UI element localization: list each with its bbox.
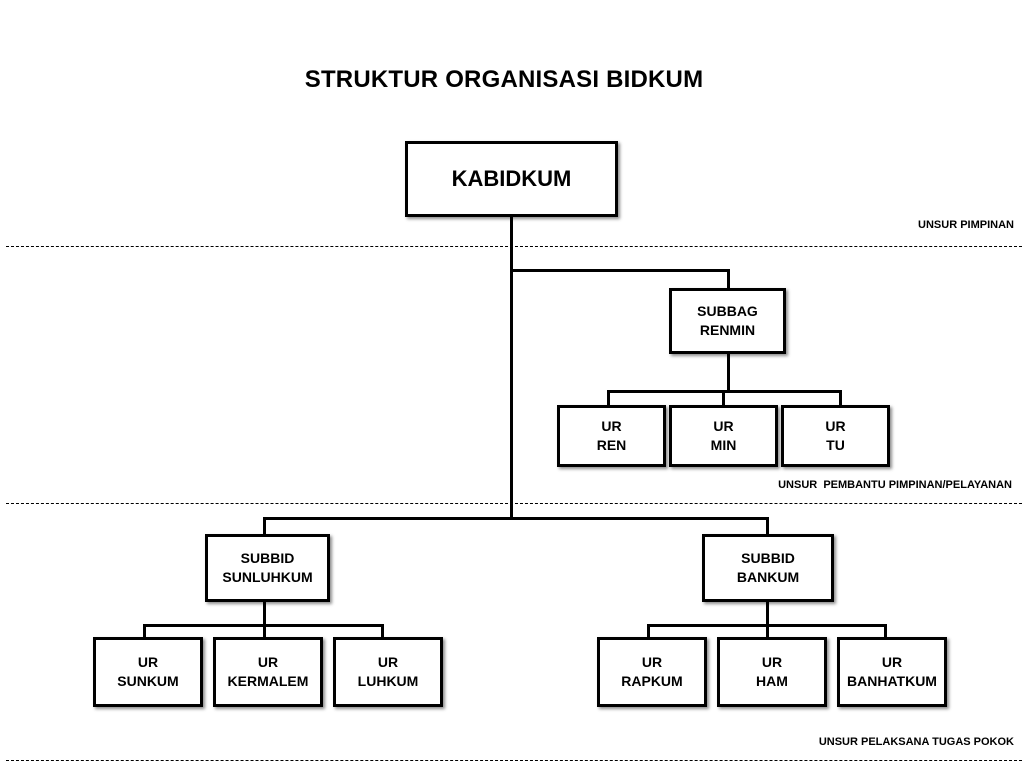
subbid-sunluhkum-box: SUBBID SUNLUHKUM bbox=[205, 534, 330, 602]
zone-label-pelaksana: UNSUR PELAKSANA TUGAS POKOK bbox=[818, 736, 1014, 748]
subbag-renmin-line1: SUBBAG bbox=[697, 303, 758, 319]
ur-sunkum-line2: SUNKUM bbox=[117, 673, 179, 689]
connector-subbid-left-drop bbox=[263, 517, 266, 537]
ur-ham-line1: UR bbox=[761, 654, 783, 670]
ur-kermalem-line2: KERMALEM bbox=[227, 673, 309, 689]
ur-kermalem-box: UR KERMALEM bbox=[213, 637, 323, 707]
ur-tu-line2: TU bbox=[826, 437, 845, 453]
connector-subbid-bar bbox=[263, 517, 769, 520]
connector-ur-ren bbox=[607, 390, 610, 408]
ur-sunkum-line1: UR bbox=[137, 654, 159, 670]
connector-ur-kermalem bbox=[263, 624, 266, 640]
subbid-bankum-line1: SUBBID bbox=[741, 550, 795, 566]
subbid-sunluhkum-line2: SUNLUHKUM bbox=[222, 569, 313, 585]
zone-label-pembantu: UNSUR PEMBANTU PIMPINAN/PELAYANAN bbox=[778, 479, 1012, 491]
ur-sunkum-box: UR SUNKUM bbox=[93, 637, 203, 707]
kabidkum-box: KABIDKUM bbox=[405, 141, 618, 217]
ur-rapkum-box: UR RAPKUM bbox=[597, 637, 707, 707]
zone-divider-pelaksana bbox=[6, 760, 1022, 761]
ur-min-box: UR MIN bbox=[669, 405, 778, 467]
connector-subbid-right-drop bbox=[766, 517, 769, 537]
ur-rapkum-line2: RAPKUM bbox=[621, 673, 683, 689]
connector-ur-min bbox=[722, 390, 725, 408]
connector-ur-ham bbox=[766, 624, 769, 640]
ur-banhatkum-box: UR BANHATKUM bbox=[837, 637, 947, 707]
ur-tu-box: UR TU bbox=[781, 405, 890, 467]
connector-ur-sunkum bbox=[143, 624, 146, 640]
ur-banhatkum-line2: BANHATKUM bbox=[847, 673, 937, 689]
connector-to-subbag bbox=[510, 269, 730, 272]
ur-min-line1: UR bbox=[713, 418, 734, 434]
ur-ren-line1: UR bbox=[601, 418, 622, 434]
connector-subbag-drop bbox=[727, 269, 730, 291]
connector-subbag-down bbox=[727, 351, 730, 393]
ur-luhkum-line2: LUHKUM bbox=[357, 673, 419, 689]
connector-ur-banhatkum bbox=[884, 624, 887, 640]
connector-ur-tu bbox=[839, 390, 842, 408]
connector-ur-rapkum bbox=[647, 624, 650, 640]
subbid-bankum-line2: BANKUM bbox=[736, 569, 800, 585]
zone-label-pimpinan: UNSUR PIMPINAN bbox=[918, 219, 1014, 231]
zone-divider-pembantu bbox=[6, 503, 1022, 504]
ur-ham-line2: HAM bbox=[756, 673, 788, 689]
chart-title: STRUKTUR ORGANISASI BIDKUM bbox=[304, 66, 704, 93]
ur-kermalem-line1: UR bbox=[257, 654, 279, 670]
connector-ur-luhkum bbox=[381, 624, 384, 640]
connector-main-trunk bbox=[510, 214, 513, 520]
ur-banhatkum-line1: UR bbox=[881, 654, 903, 670]
ur-ren-line2: REN bbox=[596, 437, 627, 453]
ur-ren-box: UR REN bbox=[557, 405, 666, 467]
subbid-bankum-box: SUBBID BANKUM bbox=[702, 534, 834, 602]
ur-tu-line1: UR bbox=[825, 418, 846, 434]
ur-ham-box: UR HAM bbox=[717, 637, 827, 707]
kabidkum-label: KABIDKUM bbox=[451, 166, 572, 191]
ur-luhkum-line1: UR bbox=[377, 654, 399, 670]
subbag-renmin-box: SUBBAG RENMIN bbox=[669, 288, 786, 354]
zone-divider-pimpinan bbox=[6, 246, 1022, 247]
ur-rapkum-line1: UR bbox=[641, 654, 663, 670]
connector-bankum-down bbox=[766, 599, 769, 627]
connector-sunluhkum-down bbox=[263, 599, 266, 627]
ur-min-line2: MIN bbox=[710, 437, 737, 453]
ur-luhkum-box: UR LUHKUM bbox=[333, 637, 443, 707]
subbid-sunluhkum-line1: SUBBID bbox=[240, 550, 295, 566]
subbag-renmin-line2: RENMIN bbox=[699, 322, 756, 338]
